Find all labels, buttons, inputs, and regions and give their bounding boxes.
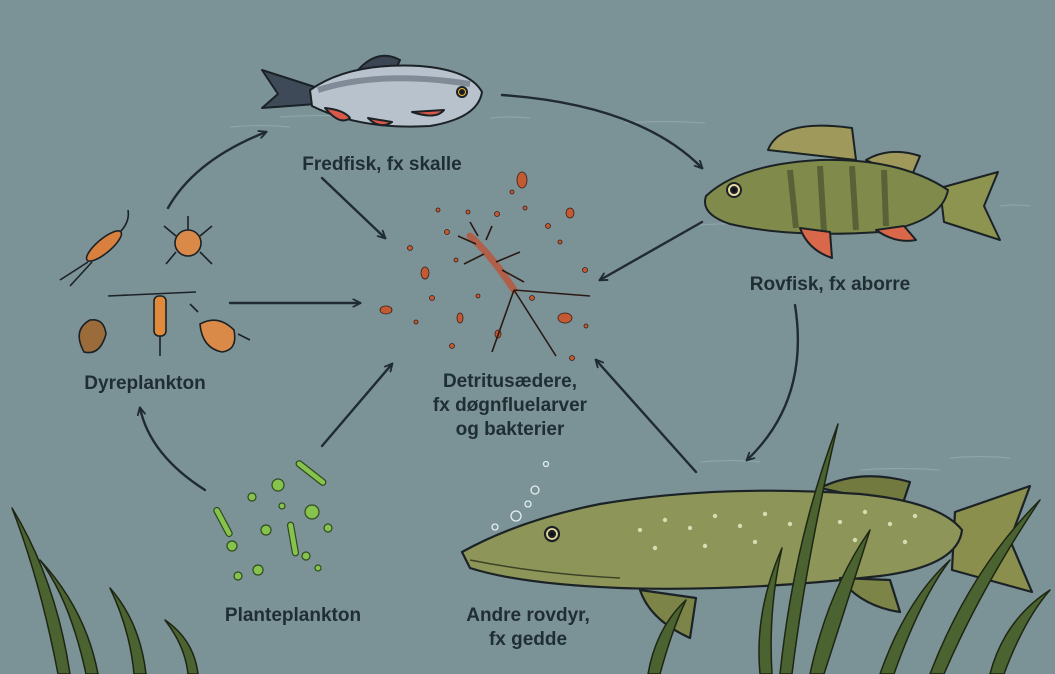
- phytoplankton-icon: [213, 460, 333, 581]
- arrow-plante-to-dyre: [140, 408, 207, 492]
- detritus-particles: [379, 171, 589, 361]
- label-detritus-line-3: og bakterier: [455, 419, 565, 440]
- label-detritus-line-1: Detritusædere,: [442, 371, 578, 392]
- label-andre-line-1: Andre rovdyr,: [466, 605, 590, 626]
- arrow-andre-to-detritus: [596, 360, 698, 474]
- label-andre-line-2: fx gedde: [488, 629, 568, 650]
- label-detritus-line-2: fx døgnfluelarver: [432, 395, 588, 416]
- label-planteplankton: Planteplankton: [224, 605, 362, 626]
- arrow-fredfisk-to-detritus: [320, 176, 385, 238]
- arrow-dyre-to-fredfisk: [166, 132, 266, 210]
- label-rovfisk: Rovfisk, fx aborre: [749, 274, 911, 295]
- arrow-plante-to-detritus: [320, 364, 392, 448]
- perch-fish-icon: [704, 124, 1001, 259]
- label-detritusaedere: Detritusædere, fx døgnfluelarver og bakt…: [395, 370, 625, 442]
- arrows: [140, 93, 800, 492]
- bubbles: [491, 460, 550, 531]
- arrow-rovfisk-to-andre: [747, 303, 800, 460]
- zooplankton-icon: [59, 209, 251, 356]
- roach-fish-icon: [261, 54, 483, 128]
- mayfly-larva-icon: [457, 221, 591, 357]
- label-andre-rovdyr: Andre rovdyr, fx gedde: [438, 604, 618, 652]
- label-dyreplankton: Dyreplankton: [84, 373, 206, 394]
- arrow-rovfisk-to-detritus: [600, 220, 704, 280]
- arrow-fredfisk-to-rovfisk: [500, 93, 702, 168]
- water-weeds: [11, 423, 1051, 674]
- label-fredfisk: Fredfisk, fx skalle: [302, 154, 462, 175]
- pike-fish-icon: [460, 475, 1034, 640]
